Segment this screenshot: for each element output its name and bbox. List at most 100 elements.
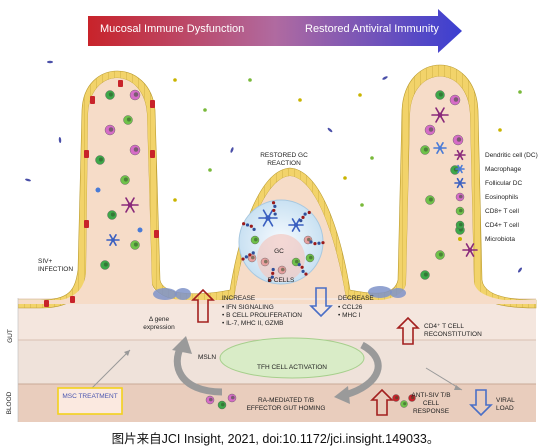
gut-side-label: GUT [7, 329, 14, 343]
eosinophil-icon [129, 89, 141, 101]
antigen-dot [271, 201, 276, 205]
msc-treatment-box [57, 387, 123, 415]
antigen-dot [297, 263, 301, 267]
antigen-dot [300, 265, 304, 269]
effector-cell-icon [217, 400, 227, 410]
side-label-column [4, 298, 18, 422]
anti-siv-up-arrow [370, 388, 394, 416]
macrophage-icon [137, 227, 143, 233]
t-cell-icon [435, 250, 445, 260]
antigen-dot [245, 223, 250, 227]
t-cell-icon [130, 240, 140, 250]
cd4-up-arrow [396, 316, 420, 345]
antigen-dot [272, 208, 276, 213]
decrease-item: MHC I [338, 312, 362, 320]
ra-mediated-label: RA-MEDIATED T/B EFFECTOR GUT HOMING [246, 397, 326, 412]
antigen-dot [270, 275, 274, 279]
villus-core-right [346, 76, 536, 302]
follicular-dc-icon [454, 177, 466, 189]
legend-item: Eosinophils [468, 191, 518, 203]
microbiota-icon [173, 78, 177, 82]
microbiota-icon [370, 156, 374, 160]
gc-label: GC [274, 248, 284, 255]
eosinophil-icon [424, 124, 436, 136]
microbiota-icon [358, 93, 362, 97]
msln-label: MSLN [198, 354, 217, 361]
siv-infection-label: SIV+ INFECTION [38, 258, 74, 273]
macrophage-icon [455, 164, 465, 174]
b-cell-icon [260, 257, 270, 267]
antigen-dot [248, 253, 252, 257]
eosinophil-icon [452, 134, 464, 146]
dendritic-cell-icon [454, 149, 466, 161]
restored-gc-label: RESTORED GC REACTION [260, 152, 308, 167]
legend-label: CD4+ T cell [485, 221, 519, 229]
msc-treatment-label: MSC TREATMENT [62, 393, 118, 400]
legend-label: Follicular DC [485, 179, 523, 187]
microbiota-icon [173, 198, 177, 202]
b-cell-icon [305, 253, 315, 263]
blood-cell-icon [408, 394, 416, 402]
tfh-activation-ellipse [219, 337, 365, 379]
follicular-dc-icon [288, 218, 304, 232]
antigen-dot [307, 210, 311, 215]
legend-label: Dendritic cell (DC) [485, 151, 538, 159]
eosinophil-icon [129, 144, 141, 156]
infected-epithelial-cells [44, 80, 159, 307]
t-cell-icon [107, 210, 117, 220]
effector-cell-icon [227, 393, 237, 403]
bacteria-icon [327, 127, 333, 133]
macrophage-icon [95, 187, 101, 193]
microbiota-icon [203, 108, 207, 112]
msln-curved-arrow [172, 336, 223, 396]
antigen-dot [303, 212, 307, 216]
antigen-dot [299, 218, 303, 223]
microbiota-icon [343, 176, 347, 180]
t-cell-icon [435, 90, 445, 100]
blood-cell-icon [400, 400, 408, 408]
antigen-dot [267, 278, 272, 282]
antigen-dot [273, 204, 277, 208]
to-viral-load-arrow [425, 367, 463, 391]
decrease-list: CCL26 MHC I [338, 304, 362, 320]
increase-arrow [191, 288, 215, 323]
bacteria-icon [58, 137, 62, 143]
antigen-dot [321, 241, 325, 245]
increase-title: INCREASE [222, 295, 256, 302]
legend-item: Dendritic cell (DC) [468, 149, 538, 161]
t-cell-icon [425, 195, 435, 205]
macrophage-icon [433, 142, 447, 154]
microbiota-icon [458, 237, 462, 241]
antigen-dot [309, 240, 313, 244]
lumen-microbiota [25, 60, 523, 273]
b-cell-icon [250, 235, 260, 245]
increase-item: IL-7, MHC II, GZMB [222, 320, 302, 328]
t-cell-icon [100, 260, 110, 270]
decrease-item: CCL26 [338, 304, 362, 312]
tissue-base [18, 300, 536, 304]
legend-item: CD4+ T cell [468, 219, 519, 231]
delta-gene-label: Δ gene expression [143, 316, 175, 331]
eosinophil-icon [455, 192, 465, 202]
t-cell-icon [95, 155, 105, 165]
microbiota-icon [208, 168, 212, 172]
dendritic-cell-icon [121, 197, 139, 213]
blood-cell-icon [392, 394, 400, 402]
antigen-dot [313, 242, 317, 246]
villus-core-left [18, 78, 190, 302]
microbiota-icon [298, 98, 302, 102]
cd4-t-cell-icon [455, 220, 465, 230]
bacteria-icon [230, 147, 234, 153]
antigen-dot [301, 269, 305, 273]
antigen-dot [273, 212, 277, 216]
antigen-dot [271, 267, 275, 272]
microbiota-icon [248, 78, 252, 82]
figure-caption: 图片来自JCI Insight, 2021, doi:10.1172/jci.i… [111, 432, 440, 446]
m-cell-patches [153, 286, 406, 300]
t-cell-icon [123, 115, 133, 125]
antigen-dot [251, 251, 255, 255]
legend-item: Macrophage [468, 163, 521, 175]
legend-label: Microbiota [485, 235, 515, 243]
t-cell-icon [420, 145, 430, 155]
